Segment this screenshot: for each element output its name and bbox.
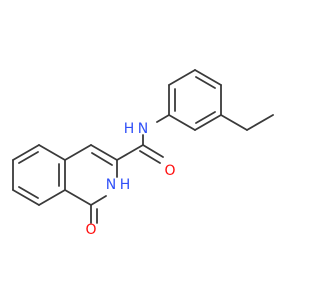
molecule-structure: N H O N H O bbox=[12, 69, 274, 238]
atom-labels: N H O N H O bbox=[85, 121, 175, 238]
bond bbox=[195, 111, 216, 124]
bond bbox=[38, 189, 66, 206]
bond bbox=[18, 186, 39, 199]
bond bbox=[156, 114, 170, 123]
bond bbox=[194, 114, 222, 131]
bond bbox=[220, 114, 248, 131]
bond bbox=[64, 144, 92, 161]
bond bbox=[12, 189, 40, 206]
molecule-canvas: N H O N H O bbox=[12, 69, 274, 238]
bond bbox=[91, 152, 113, 166]
bond bbox=[139, 150, 161, 164]
bond bbox=[142, 144, 164, 158]
atom-n-amide: N bbox=[138, 121, 148, 137]
atom-n-ring: N bbox=[106, 177, 116, 193]
bond bbox=[38, 144, 66, 161]
bond bbox=[116, 144, 144, 161]
atom-h-amide: H bbox=[124, 121, 135, 137]
bond bbox=[194, 69, 222, 86]
bond bbox=[246, 114, 274, 131]
bond bbox=[195, 76, 216, 89]
atom-o-amide: O bbox=[164, 163, 175, 179]
atom-o-ring: O bbox=[85, 222, 96, 238]
bond bbox=[64, 189, 92, 206]
bond-layer bbox=[12, 69, 274, 224]
bond bbox=[90, 144, 118, 161]
atom-h-ring: H bbox=[120, 177, 131, 193]
bond bbox=[168, 69, 196, 86]
bond bbox=[168, 114, 196, 131]
bond bbox=[90, 195, 107, 206]
bond bbox=[12, 144, 40, 161]
bond bbox=[18, 151, 39, 164]
